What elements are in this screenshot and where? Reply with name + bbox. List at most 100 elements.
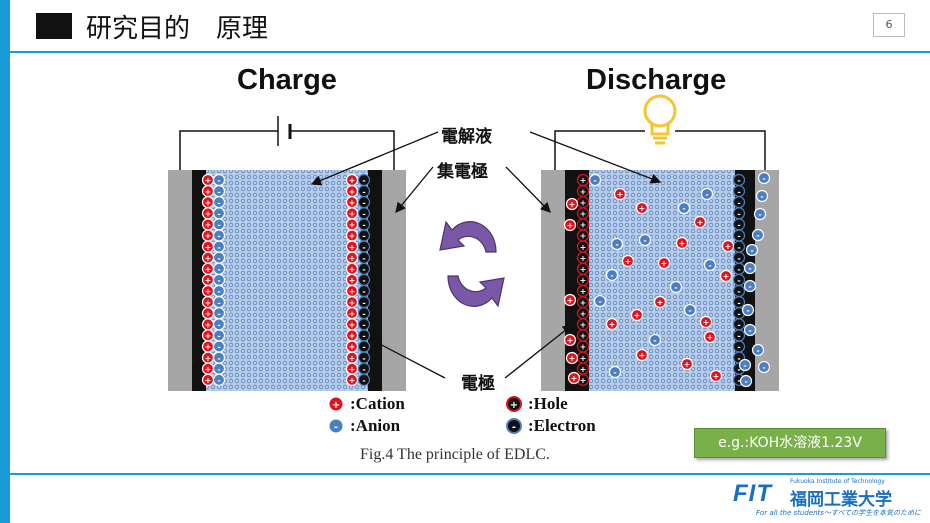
svg-text:+: + <box>349 332 356 341</box>
charge-right-cation-row: + <box>345 307 359 320</box>
charge-left-hole-row: + <box>201 351 215 364</box>
svg-text:-: - <box>756 346 759 355</box>
svg-text:+: + <box>349 365 356 374</box>
svg-text:-: - <box>737 232 740 241</box>
charge-right-electron-row: - <box>357 196 371 209</box>
svg-text:-: - <box>217 365 220 374</box>
discharge-free-cation: + <box>721 239 735 253</box>
svg-text:-: - <box>217 332 220 341</box>
svg-text:-: - <box>610 271 613 280</box>
svg-text:+: + <box>567 336 574 345</box>
svg-text:+: + <box>580 198 587 207</box>
discharge-left-hole: + <box>576 329 590 342</box>
header-divider <box>10 51 930 53</box>
discharge-ion-layers: +-+-+-+-+-+-+-+-+-+-+-+-+-+-+-+-+-+-+-++… <box>563 171 771 388</box>
electron-legend-label: :Electron <box>528 416 596 435</box>
charge-right-cation-row: + <box>345 251 359 264</box>
svg-text:-: - <box>217 254 220 263</box>
svg-text:-: - <box>737 254 740 263</box>
discharge-left-hole: + <box>576 173 590 187</box>
discharge-free-anion: - <box>743 323 757 337</box>
discharge-left-hole: + <box>576 196 590 209</box>
charge-right-electron-row: - <box>357 373 371 386</box>
charge-right-cation-row: + <box>345 262 359 275</box>
charge-right-electron-row: - <box>357 296 371 309</box>
svg-text:-: - <box>217 309 220 318</box>
discharge-free-anion: - <box>605 268 619 282</box>
charge-left-anion-row: - <box>212 251 226 264</box>
charge-left-hole-row: + <box>201 318 215 331</box>
discharge-right-electron: - <box>732 207 746 220</box>
charge-left-anion-row: - <box>212 218 226 231</box>
svg-text:-: - <box>737 221 740 230</box>
discharge-free-anion: - <box>608 365 622 379</box>
discharge-free-cation: + <box>565 351 579 365</box>
svg-text:+: + <box>684 360 691 369</box>
charge-left-hole-row: + <box>201 296 215 309</box>
svg-text:+: + <box>569 354 576 363</box>
discharge-left-hole: + <box>576 207 590 220</box>
discharge-left-hole: + <box>576 351 590 364</box>
svg-text:+: + <box>205 232 212 241</box>
discharge-free-anion: - <box>753 207 767 221</box>
cation-legend-symbol: + <box>332 400 340 411</box>
svg-text:+: + <box>625 257 632 266</box>
svg-text:-: - <box>362 365 365 374</box>
footer-divider <box>10 473 930 475</box>
svg-text:-: - <box>217 287 220 296</box>
svg-text:-: - <box>217 187 220 196</box>
svg-text:-: - <box>737 298 740 307</box>
svg-text:-: - <box>744 377 747 386</box>
svg-text:-: - <box>217 343 220 352</box>
charge-right-cation-row: + <box>345 284 359 298</box>
svg-text:+: + <box>657 298 664 307</box>
svg-text:+: + <box>205 309 212 318</box>
svg-text:-: - <box>737 265 740 274</box>
discharge-free-cation: + <box>630 308 644 322</box>
svg-text:-: - <box>217 265 220 274</box>
svg-text:-: - <box>217 232 220 241</box>
discharge-free-anion: - <box>610 237 624 251</box>
discharge-free-cation: + <box>699 315 713 329</box>
svg-text:-: - <box>362 343 365 352</box>
charge-left-anion-row: - <box>212 240 226 253</box>
svg-text:+: + <box>697 218 704 227</box>
discharge-free-cation: + <box>680 357 694 371</box>
charge-left-hole-row: + <box>201 329 215 342</box>
svg-text:-: - <box>362 298 365 307</box>
charge-right-cation-row: + <box>345 329 359 342</box>
discharge-right-electron: - <box>732 296 746 309</box>
svg-text:+: + <box>205 176 212 185</box>
svg-text:-: - <box>362 243 365 252</box>
svg-text:+: + <box>580 354 587 363</box>
discharge-right-electron: - <box>732 218 746 231</box>
svg-text:+: + <box>205 254 212 263</box>
discharge-free-anion: - <box>757 171 771 185</box>
discharge-free-anion: - <box>588 173 602 187</box>
svg-text:+: + <box>349 276 356 285</box>
svg-text:-: - <box>217 376 220 385</box>
charge-left-hole-row: + <box>201 218 215 231</box>
discharge-left-hole: + <box>576 251 590 264</box>
svg-text:+: + <box>349 243 356 252</box>
svg-text:-: - <box>737 198 740 207</box>
charge-left-hole-row: + <box>201 262 215 275</box>
charge-right-cation-row: + <box>345 240 359 253</box>
charge-right-cation-row: + <box>345 196 359 209</box>
svg-text:+: + <box>349 232 356 241</box>
charge-left-hole-row: + <box>201 307 215 320</box>
charge-title: Charge <box>237 64 337 96</box>
accent-side-bar <box>0 0 10 523</box>
discharge-free-anion: - <box>683 303 697 317</box>
svg-text:+: + <box>349 187 356 196</box>
svg-text:-: - <box>362 287 365 296</box>
discharge-free-anion: - <box>739 374 753 388</box>
discharge-free-anion: - <box>743 261 757 275</box>
current-collector-label: 集電極 <box>437 162 488 182</box>
page-number: 6 <box>873 13 905 37</box>
discharge-right-collector <box>755 170 779 391</box>
svg-text:-: - <box>217 321 220 330</box>
svg-text:+: + <box>580 243 587 252</box>
discharge-right-electron: - <box>732 196 746 209</box>
